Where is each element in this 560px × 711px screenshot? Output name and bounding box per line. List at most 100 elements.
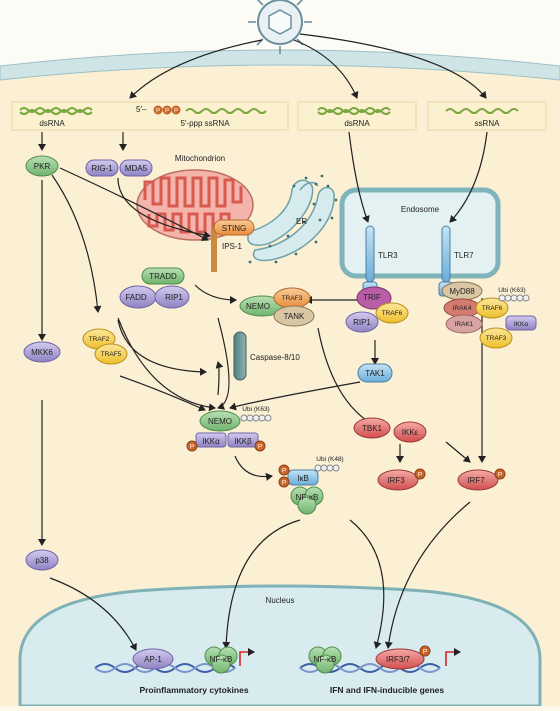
nfkb-n2-label: NF-κB xyxy=(314,655,337,664)
nfkb-node xyxy=(290,486,324,515)
mkk6-label: MKK6 xyxy=(31,348,53,357)
rna-box-ssrna xyxy=(427,101,547,131)
ap1-label: AP-1 xyxy=(144,655,162,664)
ips1-bar xyxy=(211,228,217,272)
rig1-label: RIG-1 xyxy=(91,164,113,173)
ikka-b-node xyxy=(505,315,537,331)
traf6-a-label: TRAF6 xyxy=(382,310,403,317)
svg-text:P: P xyxy=(174,109,178,115)
svg-text:P: P xyxy=(258,444,262,451)
nucleus xyxy=(18,584,542,708)
ikke-node xyxy=(393,421,427,443)
irak1-node xyxy=(445,314,483,334)
p38-label: p38 xyxy=(35,556,49,565)
ubi-k63-a-chain xyxy=(240,414,272,422)
trif-label: TRIF xyxy=(363,293,381,302)
irf3-node xyxy=(377,469,419,491)
svg-text:P: P xyxy=(282,468,286,475)
ikka-node xyxy=(195,432,227,448)
rig1-node xyxy=(85,159,119,177)
ssrna-right-strand-icon xyxy=(445,108,519,114)
phospho-irf3-icon: P xyxy=(414,468,426,480)
ikkb-node xyxy=(227,432,259,448)
tak1-label: TAK1 xyxy=(365,369,385,378)
phospho-irf37-icon: P xyxy=(419,645,431,657)
myd88-label: MyD88 xyxy=(449,287,475,296)
ikka-b-label: IKKα xyxy=(514,321,528,328)
rip1-a-node xyxy=(154,285,190,309)
five-prime-label: 5′– xyxy=(136,105,147,114)
plasma-membrane xyxy=(0,49,560,81)
svg-text:P: P xyxy=(190,444,194,451)
ap1-node xyxy=(132,648,174,670)
triphosphate-icon: P P P xyxy=(153,105,181,115)
trif-node xyxy=(356,286,392,310)
mda5-label: MDA5 xyxy=(125,164,148,173)
transcription-arrow-left xyxy=(239,648,255,666)
rna-box-dsrna xyxy=(297,101,417,131)
nemo-b-label: NEMO xyxy=(208,417,232,426)
rip1-b-node xyxy=(345,311,379,333)
endosome-label: Endosome xyxy=(401,205,440,214)
tbk1-label: TBK1 xyxy=(362,424,383,433)
ifn-label: IFN and IFN-inducible genes xyxy=(330,685,445,695)
tlr3-label: TLR3 xyxy=(378,251,398,260)
irf3-label: IRF3 xyxy=(387,476,405,485)
irf7-node xyxy=(457,469,499,491)
pkr-node xyxy=(25,155,59,177)
mkk6-node xyxy=(23,341,61,363)
phospho-ikkb-icon: P xyxy=(254,440,266,452)
ppp-ssrna-label: 5′-ppp ssRNA xyxy=(180,119,230,128)
phospho-ikka-icon: P xyxy=(186,440,198,452)
traf6-a-node xyxy=(375,302,409,324)
nfkb-n1-node xyxy=(204,646,238,674)
phospho-irf7-icon: P xyxy=(494,468,506,480)
irf7-label: IRF7 xyxy=(467,476,485,485)
ssrna-strand-icon xyxy=(185,108,267,114)
svg-text:P: P xyxy=(156,109,160,115)
mitochondrion-label: Mitochondrion xyxy=(175,154,225,163)
nfkb-label: NF-κB xyxy=(296,493,319,502)
rip1-a-label: RIP1 xyxy=(165,293,183,302)
endoplasmic-reticulum xyxy=(247,174,338,264)
ubi-k48-label: Ubi (K48) xyxy=(316,456,343,463)
nemo-b-node xyxy=(199,410,241,432)
rna-box-left xyxy=(11,101,289,131)
dsrna-right-strand-icon xyxy=(317,107,391,113)
dsrna-strand-icon xyxy=(19,107,93,113)
ubi-k63-a-label: Ubi (K63) xyxy=(242,406,269,413)
traf3-b-node xyxy=(479,327,513,349)
sting-label: STING xyxy=(222,224,246,233)
tradd-label: TRADD xyxy=(149,272,177,281)
tank-label: TANK xyxy=(284,312,305,321)
irak1-label: IRAK1 xyxy=(455,321,474,328)
ubi-k63-b-label: Ubi (K63) xyxy=(498,287,525,294)
irak4-label: IRAK4 xyxy=(453,305,472,312)
transcription-arrow-right xyxy=(445,648,461,666)
ubi-k63-b-chain xyxy=(498,294,530,302)
er-label: ER xyxy=(296,217,307,226)
svg-text:P: P xyxy=(282,480,286,487)
svg-text:P: P xyxy=(165,109,169,115)
ikb-label: IκB xyxy=(297,474,309,483)
nemo-a-label: NEMO xyxy=(246,302,270,311)
proinflammatory-label: Proinflammatory cytokines xyxy=(139,685,248,695)
ikkb-label: IKKβ xyxy=(234,437,252,446)
tank-node xyxy=(273,305,315,327)
p38-node xyxy=(25,549,59,571)
svg-text:P: P xyxy=(423,649,427,656)
sting-node xyxy=(213,219,255,236)
phospho-ikb-icon-2: P xyxy=(278,476,290,488)
traf6-b-node xyxy=(475,297,509,319)
fadd-label: FADD xyxy=(125,293,147,302)
dsrna-left-label: dsRNA xyxy=(39,119,65,128)
traf2-label: TRAF2 xyxy=(89,336,110,343)
mda5-node xyxy=(119,159,153,177)
irf37-label: IRF3/7 xyxy=(386,655,411,664)
endosome xyxy=(339,187,501,279)
ips1-label: IPS-1 xyxy=(222,242,243,251)
traf3-b-label: TRAF3 xyxy=(486,335,507,342)
ikke-label: IKKε xyxy=(402,428,419,437)
